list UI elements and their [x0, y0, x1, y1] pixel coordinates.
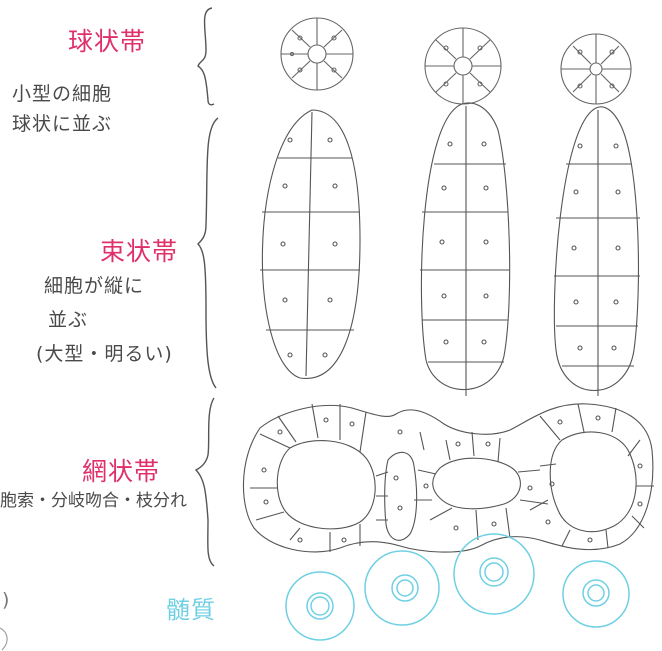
glomerulosa-cluster-1	[280, 17, 354, 91]
fasciculata-column-3	[553, 106, 640, 396]
glomerulosa-desc-line2: 球状に並ぶ	[12, 113, 113, 135]
fasciculata-desc-line1: 細胞が縦に	[44, 275, 145, 297]
brace-fasciculata	[197, 117, 219, 389]
brace-reticularis	[194, 397, 215, 567]
fasciculata-column-1	[260, 109, 361, 379]
fasciculata-column-2	[420, 102, 511, 396]
brace-glomerulosa	[197, 7, 215, 106]
fasciculata-title: 束状帯	[100, 237, 179, 266]
edge-paren: )	[2, 589, 11, 611]
glomerulosa-desc-line1: 小型の細胞	[12, 83, 113, 105]
reticularis-desc: 胞索・分岐吻合・枝分れ	[0, 491, 187, 511]
glomerulosa-cluster-2	[424, 27, 502, 105]
partial-edge-stroke	[0, 627, 8, 651]
glomerulosa-title: 球状帯	[68, 27, 147, 56]
fasciculata-desc-line3: (大型・明るい)	[36, 343, 173, 365]
medulla-vessels	[285, 533, 630, 641]
fasciculata-desc-line2: 並ぶ	[48, 309, 89, 331]
reticularis-network	[242, 403, 654, 553]
medulla-label: 髄質	[166, 596, 216, 624]
glomerulosa-cluster-3	[560, 33, 632, 105]
reticularis-title: 網状帯	[82, 457, 161, 486]
